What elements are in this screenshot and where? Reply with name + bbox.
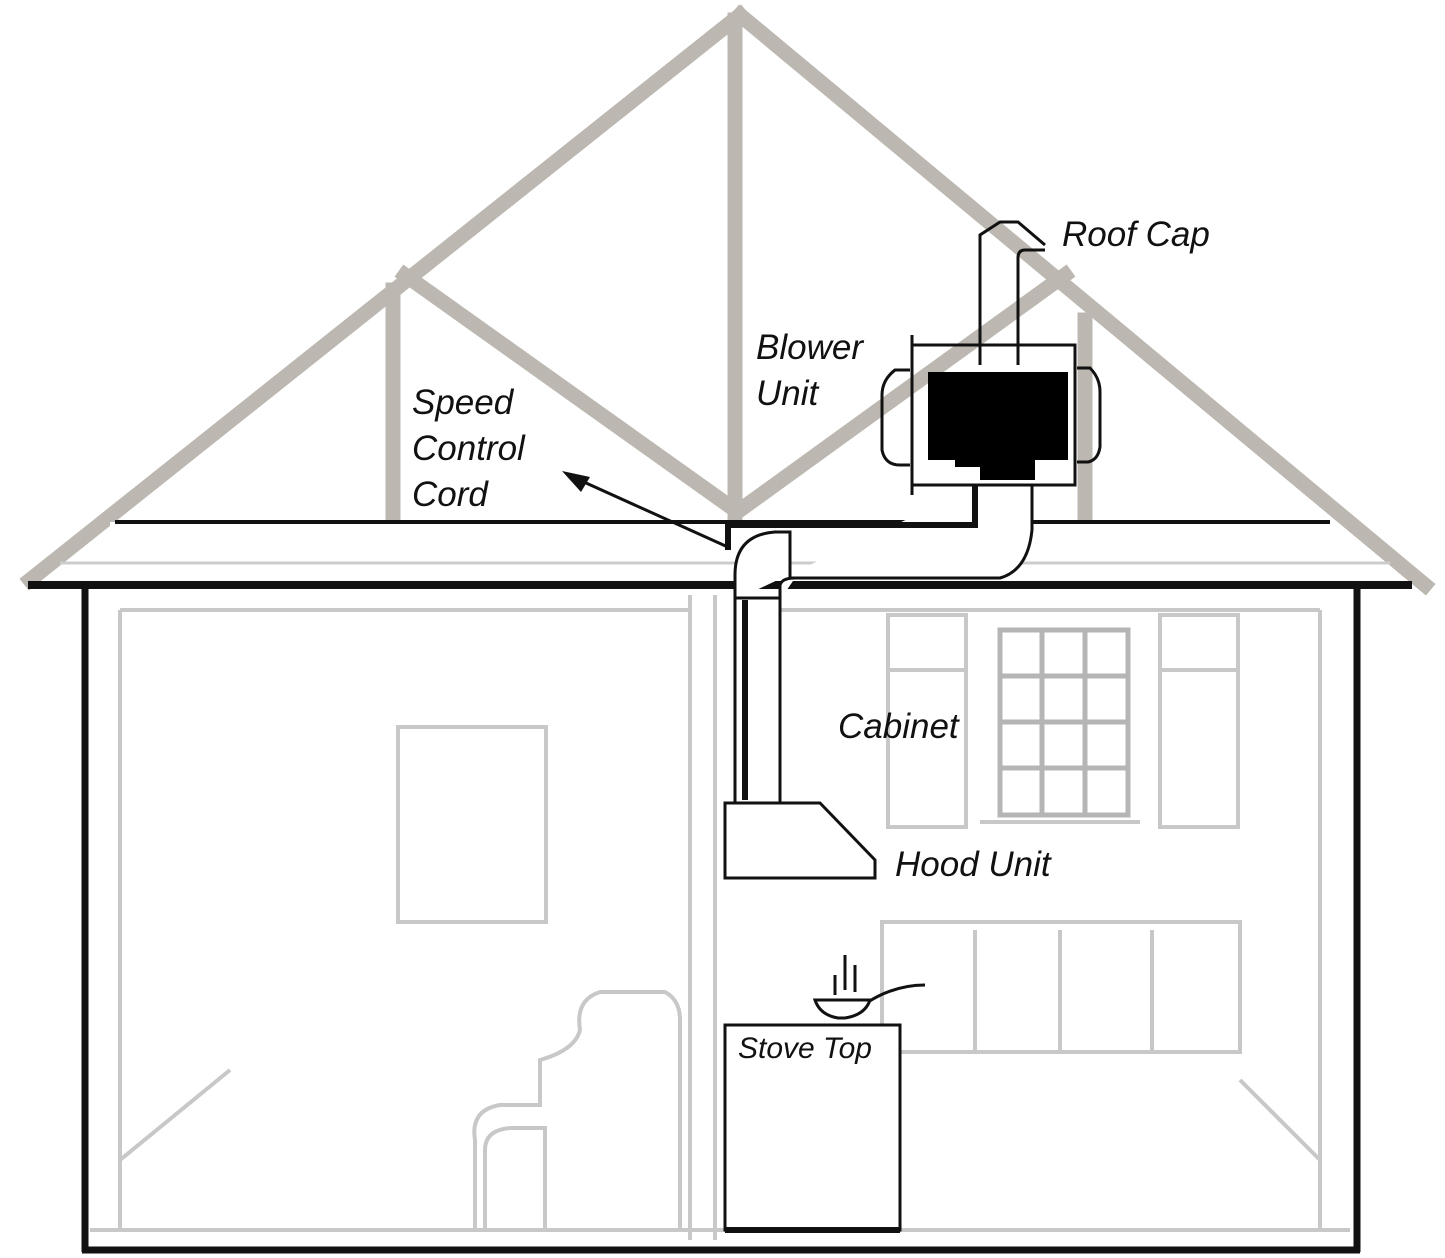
speed-control-cord-label: Speed Control Cord [412,380,525,518]
stove [723,955,926,1233]
upper-cabinet-left [886,613,968,829]
blower-unit-label-line: Blower [756,328,863,367]
interior-rooms [90,595,1350,1240]
roof-truss [19,4,1436,596]
upper-cabinet-right [1158,613,1240,829]
wall-picture-frame [396,725,548,924]
pan [812,998,873,1020]
house-walls [81,588,1361,1254]
hood-unit [723,801,877,880]
blower-unit-label-line: Unit [756,374,819,413]
ceiling-joist [28,520,1412,589]
vertical-duct [733,596,782,805]
arrow-icon [562,471,590,492]
cabinet-label: Cabinet [838,707,959,746]
blower-unit-label: Blower Unit [756,325,863,417]
roof-cap-label: Roof Cap [1062,215,1210,254]
armchair [472,990,682,1230]
blower-unit [928,372,1068,480]
speed-control-cord [725,485,978,550]
kitchen-window [997,627,1131,818]
speed-control-label-line: Speed [412,383,514,422]
roof-cap [978,220,1046,365]
speed-control-label-line: Control [412,429,525,468]
speed-control-label-line: Cord [412,475,488,514]
duct-system [562,220,1102,880]
hood-unit-label: Hood Unit [895,845,1051,884]
stove-top-label: Stove Top [738,1032,872,1065]
